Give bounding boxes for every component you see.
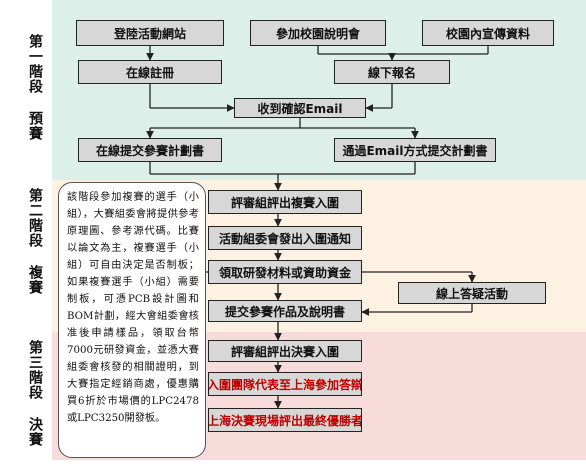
box-offline-signup: 線下報名	[334, 60, 450, 84]
stage-3-label: 第三階段 決賽	[27, 340, 43, 447]
box-shanghai-defense: 入圍團隊代表至上海參加答辯	[208, 372, 362, 396]
box-confirm-email: 收到確認Email	[234, 98, 366, 118]
box-submit-work: 提交參賽作品及說明書	[208, 300, 362, 322]
stage-2-label: 第二階段 複賽	[27, 188, 43, 295]
box-online-register: 在線註冊	[78, 60, 222, 84]
box-online-qa: 線上答疑活動	[398, 282, 546, 304]
semifinal-note-callout: 該階段參加複賽的選手（小組），大賽組委會將提供參考原理圖、參考源代碼。比賽以論文…	[58, 182, 206, 458]
box-shanghai-winner: 上海決賽現場評出最終優勝者	[208, 408, 362, 432]
box-campus-session: 參加校園說明會	[250, 20, 386, 46]
box-login-website: 登陸活動網站	[76, 20, 224, 46]
box-receive-materials: 領取研發材料或資助資金	[208, 260, 362, 284]
box-review-final: 評審組評出決賽入圍	[208, 340, 362, 362]
box-notice-semifinal: 活動組委會發出入圍通知	[208, 226, 362, 250]
box-campus-flyer: 校園內宣傳資料	[422, 20, 554, 46]
stage-1-label: 第一階段 預賽	[27, 34, 43, 141]
box-email-plan: 通過Email方式提交計劃書	[334, 138, 496, 162]
box-review-semifinal: 評審組評出複賽入圍	[208, 190, 362, 214]
box-online-plan: 在線提交參賽計劃書	[78, 138, 222, 162]
